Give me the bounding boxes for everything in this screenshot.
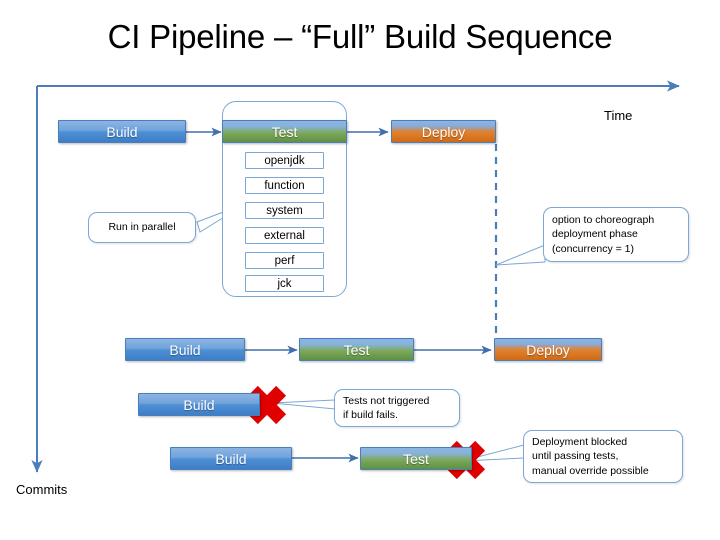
row4-build-box[interactable]: Build: [170, 447, 292, 470]
row1-deploy-box[interactable]: Deploy: [391, 120, 496, 143]
page-title: CI Pipeline – “Full” Build Sequence: [107, 18, 613, 55]
parallel-test-item-function[interactable]: function: [245, 177, 324, 194]
callout-deployment-blocked-line-1: Deployment blocked: [532, 436, 628, 449]
row2-deploy-box[interactable]: Deploy: [494, 338, 602, 361]
callout-deployment-blocked-line-3: manual override possible: [532, 464, 649, 477]
parallel-test-item-jck[interactable]: jck: [245, 275, 324, 292]
parallel-test-item-external[interactable]: external: [245, 227, 324, 244]
time-axis-label: Time: [604, 108, 633, 123]
callout-choreograph-line-1: option to choreograph: [552, 214, 655, 227]
callout-choreograph[interactable]: option to choreograph deployment phase (…: [543, 207, 689, 262]
row4-test-box[interactable]: Test: [360, 447, 472, 470]
row3-build-box[interactable]: Build: [138, 393, 260, 416]
callout-tests-not-triggered-line-1: Tests not triggered: [343, 394, 430, 407]
callout-tests-not-triggered-line-2: if build fails.: [343, 409, 398, 421]
row2-build-box[interactable]: Build: [125, 338, 245, 361]
row1-build-box[interactable]: Build: [58, 120, 186, 143]
parallel-test-item-perf[interactable]: perf: [245, 252, 324, 269]
commits-axis-label: Commits: [16, 482, 68, 497]
callout-choreograph-line-2: deployment phase: [552, 228, 638, 241]
callout-deployment-blocked-line-2: until passing tests,: [532, 450, 619, 463]
parallel-test-item-openjdk[interactable]: openjdk: [245, 152, 324, 169]
tests-not-triggered-leader: [271, 399, 336, 410]
choreograph-leader: [495, 244, 546, 266]
callout-choreograph-line-3: (concurrency = 1): [552, 242, 634, 255]
parallel-test-item-system[interactable]: system: [245, 202, 324, 219]
callout-tests-not-triggered[interactable]: Tests not triggered if build fails.: [334, 389, 460, 427]
callout-run-in-parallel[interactable]: Run in parallel: [88, 212, 196, 243]
row2-test-box[interactable]: Test: [299, 338, 414, 361]
row1-test-box[interactable]: Test: [222, 120, 347, 143]
callout-deployment-blocked[interactable]: Deployment blocked until passing tests, …: [523, 430, 683, 483]
callout-run-in-parallel-line-1: Run in parallel: [108, 221, 176, 234]
